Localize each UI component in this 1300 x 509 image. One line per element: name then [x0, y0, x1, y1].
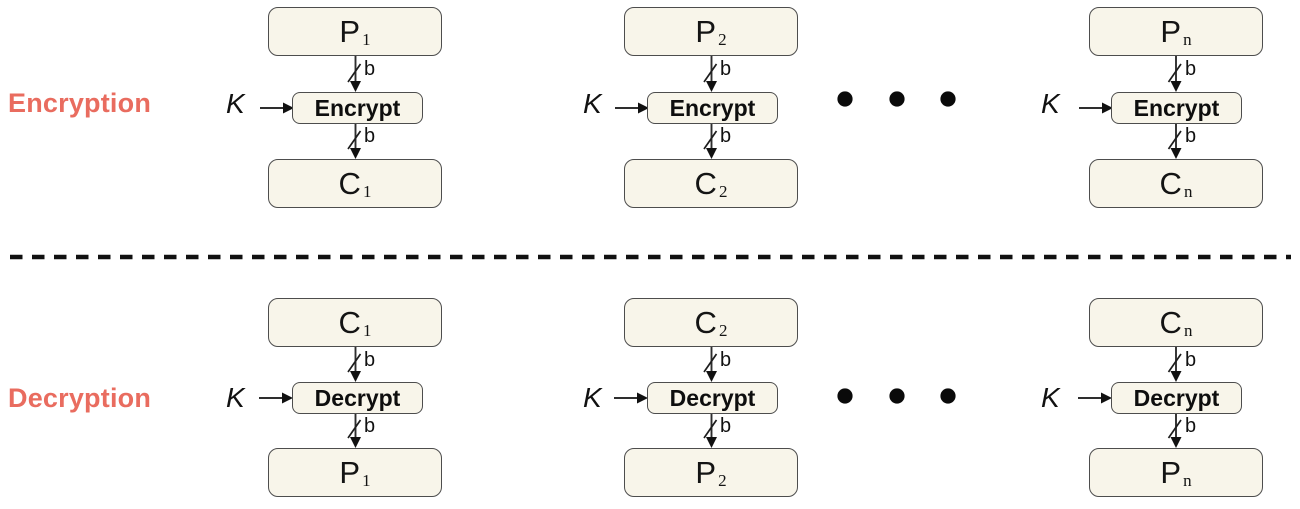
enc-col3-input-arrow — [1167, 55, 1183, 93]
enc-col2-input-arrow — [703, 55, 718, 93]
enc-col3-key-arrow — [1078, 101, 1114, 115]
block-letter: P — [695, 455, 717, 490]
block-subscript: 1 — [362, 181, 372, 201]
block-letter: C — [338, 305, 361, 340]
bus-width-label: b — [720, 415, 732, 437]
dec-col3-output-arrow — [1167, 411, 1183, 449]
enc-col3-key-label: K — [1041, 88, 1060, 119]
enc-col3-encrypt-box: Encrypt — [1111, 92, 1242, 124]
dec-col3-input-arrow — [1167, 345, 1183, 383]
block-subscript: 2 — [718, 29, 727, 49]
enc-col1-output-arrow — [347, 122, 362, 160]
dec-col2-decrypt-box: Decrypt — [647, 382, 778, 414]
bus-width-label: b — [720, 349, 732, 371]
block-letter: P — [1160, 14, 1182, 49]
bus-width-label: b — [364, 415, 376, 437]
block-letter: C — [1159, 305, 1182, 340]
encrypt-box-label: Encrypt — [669, 94, 756, 121]
dec-ellipsis-dots — [837, 388, 956, 404]
dec-col1-input-arrow — [347, 345, 362, 383]
block-subscript: 2 — [718, 320, 728, 340]
block-subscript: n — [1183, 181, 1193, 201]
encryption-section-label: Encryption — [8, 88, 152, 118]
decryption-section-label: Decryption — [8, 383, 152, 413]
block-subscript: 1 — [362, 29, 371, 49]
bus-width-label: b — [1185, 58, 1197, 80]
bus-width-label: b — [1185, 415, 1197, 437]
block-subscript: 2 — [718, 470, 727, 490]
bus-width-label: b — [364, 125, 376, 147]
block-letter: C — [338, 166, 361, 201]
dec-col2-key-arrow — [613, 391, 649, 405]
dec-col2-output-arrow — [703, 411, 718, 449]
bus-width-label: b — [364, 349, 376, 371]
enc-col1-input-arrow — [347, 55, 362, 93]
block-letter: P — [1160, 455, 1182, 490]
block-letter: C — [1159, 166, 1182, 201]
dec-col1-decrypt-box: Decrypt — [292, 382, 423, 414]
dec-col2-key-label: K — [583, 382, 602, 413]
block-subscript: 1 — [362, 470, 371, 490]
block-letter: C — [694, 166, 717, 201]
enc-col1-key-label: K — [226, 88, 245, 119]
block-subscript: 2 — [718, 181, 728, 201]
block-letter: C — [694, 305, 717, 340]
dec-col1-output-arrow — [347, 411, 362, 449]
enc-col2-key-label: K — [583, 88, 602, 119]
enc-col3-output-arrow — [1167, 122, 1183, 160]
enc-col1-key-arrow — [259, 101, 295, 115]
enc-ellipsis-dots — [837, 91, 956, 107]
bus-width-label: b — [720, 125, 732, 147]
bus-width-label: b — [364, 58, 376, 80]
bus-width-label: b — [1185, 349, 1197, 371]
dec-col2-input-arrow — [703, 345, 718, 383]
block-letter: P — [339, 455, 361, 490]
block-subscript: n — [1183, 320, 1193, 340]
block-subscript: 1 — [362, 320, 372, 340]
decrypt-box-label: Decrypt — [314, 384, 401, 411]
dec-col3-key-label: K — [1041, 382, 1060, 413]
encrypt-box-label: Encrypt — [314, 94, 401, 121]
encrypt-box-label: Encrypt — [1133, 94, 1220, 121]
dec-col1-key-arrow — [258, 391, 294, 405]
block-letter: P — [695, 14, 717, 49]
enc-col2-output-arrow — [703, 122, 718, 160]
dec-col3-key-arrow — [1077, 391, 1113, 405]
dec-col3-decrypt-box: Decrypt — [1111, 382, 1242, 414]
block-letter: P — [339, 14, 361, 49]
bus-width-label: b — [720, 58, 732, 80]
decrypt-box-label: Decrypt — [1133, 384, 1220, 411]
block-subscript: n — [1183, 29, 1192, 49]
dec-col1-key-label: K — [226, 382, 245, 413]
enc-col1-encrypt-box: Encrypt — [292, 92, 423, 124]
enc-col2-key-arrow — [614, 101, 650, 115]
bus-width-label: b — [1185, 125, 1197, 147]
decrypt-box-label: Decrypt — [669, 384, 756, 411]
enc-col2-encrypt-box: Encrypt — [647, 92, 778, 124]
block-subscript: n — [1183, 470, 1192, 490]
